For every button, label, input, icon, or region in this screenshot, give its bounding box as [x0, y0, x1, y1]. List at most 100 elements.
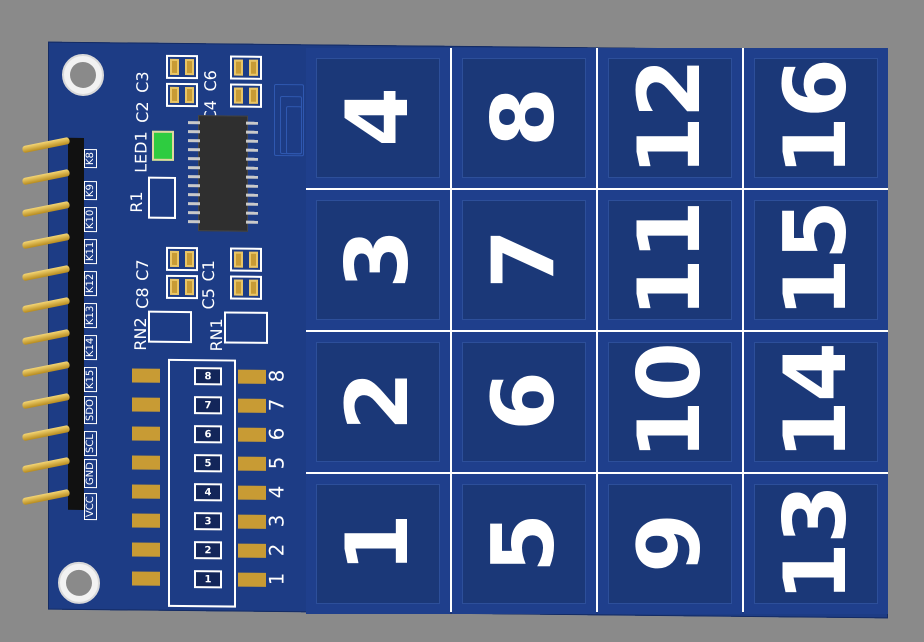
label-c3: C3: [133, 71, 153, 93]
dip-pad-right: [238, 456, 266, 471]
capacitor-c5-pad: [249, 279, 258, 296]
dip-switch-toggle[interactable]: 3: [194, 512, 222, 531]
dip-pad-left: [132, 368, 160, 383]
touch-pad-surface: [462, 58, 586, 178]
capacitor-c7-pad: [185, 251, 194, 268]
dip-pad-right: [238, 514, 266, 529]
touch-pad-surface: [316, 58, 440, 178]
dip-position-number: 6: [264, 427, 289, 441]
dip-pad-right: [238, 369, 266, 384]
ic-pin: [246, 175, 258, 179]
label-c2: C2: [133, 101, 153, 123]
capacitor-c2-pad: [185, 87, 194, 104]
touch-pad[interactable]: 13: [744, 474, 888, 614]
capacitor-c4-pad: [249, 87, 258, 104]
touch-pad-number: 5: [474, 515, 574, 573]
ic-pin: [188, 157, 200, 161]
resistor-network-rn2: [148, 310, 192, 344]
ic-pin: [188, 211, 200, 215]
ic-pin: [246, 220, 258, 224]
ic-pin: [246, 148, 258, 152]
touch-pad[interactable]: 2: [306, 332, 450, 472]
label-c5: C5: [199, 288, 219, 310]
header-pin-label: K10: [84, 206, 97, 233]
label-led1: LED1: [131, 131, 151, 173]
ic-pin: [246, 211, 258, 215]
header-pin: [21, 264, 71, 282]
touch-pad[interactable]: 12: [598, 48, 742, 188]
ic-pin: [188, 175, 200, 179]
dip-pad-left: [132, 397, 160, 412]
touch-pad-surface: [754, 342, 878, 462]
label-c6: C6: [201, 70, 221, 92]
ic-pin: [246, 157, 258, 161]
dip-switch-toggle[interactable]: 7: [194, 396, 222, 415]
touch-pad[interactable]: 10: [598, 332, 742, 472]
touch-pad-number: 11: [620, 202, 720, 318]
touch-pad-surface: [462, 342, 586, 462]
touch-pad[interactable]: 14: [744, 332, 888, 472]
touch-pad-number: 7: [474, 231, 574, 289]
capacitor-c2-pad: [170, 86, 179, 103]
dip-position-number: 7: [264, 398, 289, 412]
ic-pin: [246, 121, 258, 125]
dip-switch-toggle[interactable]: 2: [194, 541, 222, 560]
capacitor-c3-pad: [185, 59, 194, 76]
touch-pad-number: 16: [766, 60, 866, 176]
touch-pad[interactable]: 9: [598, 474, 742, 614]
capacitor-c7-pad: [170, 250, 179, 267]
dip-position-number: 5: [264, 456, 289, 470]
touch-pad-number: 3: [328, 231, 428, 289]
dip-switch-toggle[interactable]: 5: [194, 454, 222, 473]
header-pin: [21, 200, 71, 218]
ic-pin: [188, 148, 200, 152]
header-pin-label: K9: [84, 181, 97, 201]
dip-pad-left: [132, 455, 160, 470]
capacitor-c1-pad: [249, 251, 258, 268]
dip-position-number: 4: [264, 485, 289, 499]
touch-pad[interactable]: 6: [452, 332, 596, 472]
capacitor-c3-pad: [170, 58, 179, 75]
header-pin-label: K13: [84, 302, 97, 329]
touch-pad-surface: [462, 200, 586, 320]
ic-pin: [188, 184, 200, 188]
touch-pad-surface: [608, 200, 732, 320]
capacitor-c6-pad: [249, 59, 258, 76]
dip-pad-left: [132, 484, 160, 499]
ic-pin: [246, 184, 258, 188]
dip-pad-left: [132, 426, 160, 441]
touch-pad-number: 14: [766, 344, 866, 460]
touch-pad-surface: [754, 58, 878, 178]
touch-pad[interactable]: 16: [744, 48, 888, 188]
touch-pad[interactable]: 8: [452, 48, 596, 188]
touch-pad[interactable]: 4: [306, 48, 450, 188]
dip-position-number: 2: [264, 543, 289, 557]
header-pin-label: K8: [84, 149, 97, 169]
header-pin: [21, 392, 71, 410]
touch-pad[interactable]: 5: [452, 474, 596, 614]
touch-pad-surface: [316, 200, 440, 320]
touch-pad[interactable]: 1: [306, 474, 450, 614]
touch-pad[interactable]: 7: [452, 190, 596, 330]
touch-pad-number: 13: [766, 486, 866, 602]
ic-pin: [246, 139, 258, 143]
touch-pad[interactable]: 11: [598, 190, 742, 330]
ic-pin: [188, 130, 200, 134]
dip-switch-toggle[interactable]: 1: [194, 570, 222, 589]
ic-pin: [188, 193, 200, 197]
dip-switch-toggle[interactable]: 8: [194, 367, 222, 386]
dip-switch-toggle[interactable]: 4: [194, 483, 222, 502]
dip-switch-toggle[interactable]: 6: [194, 425, 222, 444]
touch-pad-surface: [754, 484, 878, 604]
dip-position-number: 3: [264, 514, 289, 528]
resistor-r1: [148, 176, 176, 219]
header-pin: [21, 232, 71, 250]
touch-pad[interactable]: 15: [744, 190, 888, 330]
touch-pad-surface: [608, 484, 732, 604]
ic-pin: [188, 220, 200, 224]
touch-pad[interactable]: 3: [306, 190, 450, 330]
dip-pad-right: [238, 572, 266, 587]
touch-pad-number: 6: [474, 373, 574, 431]
touch-pad-surface: [316, 484, 440, 604]
